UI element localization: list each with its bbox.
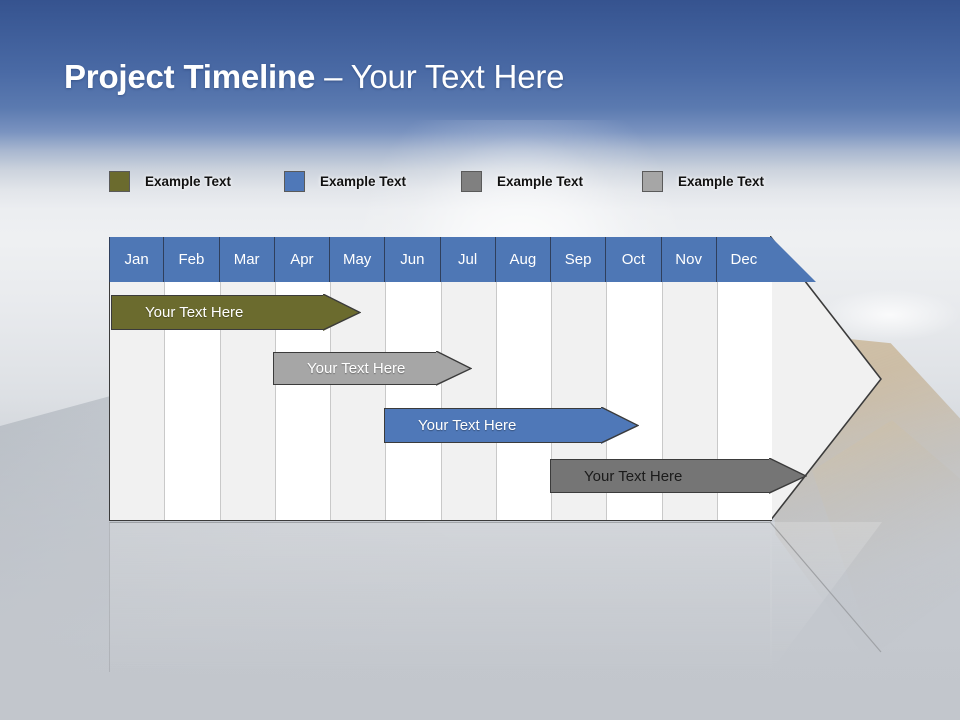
month-header-oct[interactable]: Oct [606,237,662,282]
page-title: Project Timeline – Your Text Here [64,58,564,96]
month-header-may[interactable]: May [330,237,386,282]
month-header-feb[interactable]: Feb [164,237,220,282]
legend-item-label: Example Text [497,173,584,189]
task-bar-body [273,352,437,385]
month-header-aug[interactable]: Aug [495,237,551,282]
legend-item-1: Example Text [109,168,231,194]
month-gridline [164,282,166,520]
month-gridline [274,282,276,520]
month-header-apr[interactable]: Apr [274,237,330,282]
task-bar-arrowhead-outline [436,351,472,386]
task-bar-arrowhead-outline [769,458,807,494]
legend-item-label: Example Text [320,173,407,189]
legend-item-4: Example Text [642,168,764,194]
month-gridline [606,282,608,520]
month-header-jun[interactable]: Jun [385,237,441,282]
task-bar-4[interactable]: Your Text Here [550,458,808,494]
month-gridline [551,282,552,520]
legend-swatch-icon [284,170,305,192]
task-bar-body [111,295,324,330]
month-header-jan[interactable]: Jan [109,237,165,282]
legend-item-3: Example Text [461,168,583,194]
month-gridline [495,282,497,520]
month-column-jun [385,282,441,520]
legend-swatch-icon [109,170,130,192]
month-header-sep[interactable]: Sep [551,237,607,282]
task-bar-body [384,408,602,443]
month-header-jul[interactable]: Jul [440,237,496,282]
task-bar-2[interactable]: Your Text Here [273,351,473,386]
legend-item-label: Example Text [145,173,232,189]
task-bar-body [550,459,770,493]
month-header-wedge [771,237,816,282]
task-bar-label: Your Text Here [307,360,406,377]
task-bar-arrowhead-outline [323,294,361,331]
legend-swatch-icon [461,170,482,192]
legend: Example Text Example Text Example Text Exam… [109,168,809,194]
month-gridline [440,282,442,520]
month-gridline [219,282,221,520]
task-bar-label: Your Text Here [145,304,244,321]
month-header-mar[interactable]: Mar [219,237,275,282]
page-title-strong: Project Timeline [64,58,316,95]
legend-swatch-icon [642,170,663,192]
task-bar-1[interactable]: Your Text Here [111,294,362,331]
month-gridline [385,282,387,520]
month-gridline [661,282,663,520]
page-title-rest: – Your Text Here [315,58,565,95]
month-header-nov[interactable]: Nov [661,237,717,282]
task-bar-3[interactable]: Your Text Here [384,407,640,444]
month-gridline [330,282,331,520]
legend-item-label: Example Text [678,173,765,189]
month-column-aug [495,282,551,520]
task-bar-label: Your Text Here [418,417,517,434]
task-bar-label: Your Text Here [584,467,683,485]
month-header-dec[interactable]: Dec [716,237,772,282]
legend-item-2: Example Text [284,168,406,194]
month-gridline [716,282,718,520]
task-bar-arrowhead-outline [601,407,639,444]
